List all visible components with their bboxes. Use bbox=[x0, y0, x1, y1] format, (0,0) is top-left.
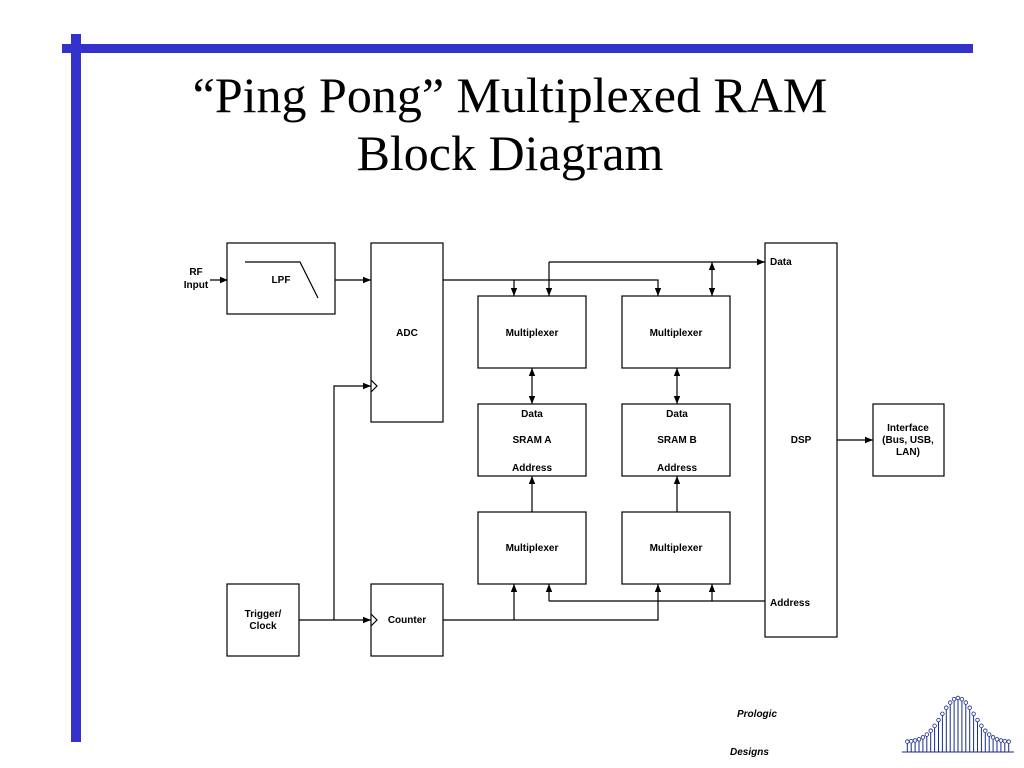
rf-input-label-line-2: Input bbox=[184, 280, 209, 291]
mux-bottom-a-block: Multiplexer bbox=[477, 511, 587, 585]
trigger-to-adc-clock bbox=[333, 382, 371, 620]
mux-top-b-block: Multiplexer bbox=[621, 295, 731, 369]
trigger-clock-block: Trigger/ Clock bbox=[226, 583, 300, 657]
mux-bottom-b-block: Multiplexer bbox=[621, 511, 731, 585]
interface-block: Interface (Bus, USB, LAN) bbox=[872, 403, 945, 477]
title-accent-bar bbox=[62, 44, 973, 53]
lpf-block: LPF bbox=[226, 242, 336, 315]
sram-a-block: Data SRAM A Address bbox=[477, 403, 587, 477]
trigger-label-line-1: Trigger/ bbox=[245, 609, 282, 620]
dsp-block: Data DSP Address bbox=[764, 242, 838, 638]
mux-bottom-b-label: Multiplexer bbox=[650, 543, 703, 554]
trigger-label-line-2: Clock bbox=[249, 621, 277, 632]
slide-title: “Ping Pong” Multiplexed RAM Block Diagra… bbox=[90, 66, 930, 182]
adc-data-bus bbox=[443, 279, 662, 296]
company-logo: Prologic Designs bbox=[730, 695, 1014, 758]
interface-label-line-3: LAN) bbox=[896, 447, 920, 458]
lpf-label: LPF bbox=[272, 275, 291, 286]
logo-line-2: Designs bbox=[730, 747, 769, 758]
sram-b-block: Data SRAM B Address bbox=[621, 403, 731, 477]
rf-input-label-line-1: RF bbox=[189, 267, 202, 278]
connection-lines bbox=[210, 258, 873, 624]
mux-top-a-block: Multiplexer bbox=[477, 295, 587, 369]
adc-block: ADC bbox=[370, 242, 444, 423]
mux-top-a-label: Multiplexer bbox=[506, 328, 559, 339]
adc-clock-input-icon bbox=[370, 379, 378, 393]
counter-address-bus bbox=[443, 584, 662, 621]
side-accent-bar bbox=[71, 34, 81, 742]
sram-a-data-label: Data bbox=[521, 409, 543, 420]
counter-block: Counter bbox=[370, 583, 444, 657]
sram-a-label: SRAM A bbox=[512, 435, 551, 446]
sram-b-address-label: Address bbox=[657, 463, 697, 474]
mux-bottom-a-label: Multiplexer bbox=[506, 543, 559, 554]
adc-label: ADC bbox=[396, 328, 418, 339]
sram-b-data-label: Data bbox=[666, 409, 688, 420]
interface-label-line-1: Interface bbox=[887, 423, 929, 434]
lpf-rolloff-icon bbox=[245, 261, 319, 299]
slide-title-line-2: Block Diagram bbox=[356, 125, 664, 181]
dsp-data-label: Data bbox=[770, 257, 792, 268]
sram-a-address-label: Address bbox=[512, 463, 552, 474]
dsp-address-label: Address bbox=[770, 598, 810, 609]
interface-label-line-2: (Bus, USB, bbox=[882, 435, 934, 446]
counter-label: Counter bbox=[388, 615, 426, 626]
dsp-label: DSP bbox=[791, 435, 812, 446]
mux-top-b-label: Multiplexer bbox=[650, 328, 703, 339]
slide-title-line-1: “Ping Pong” Multiplexed RAM bbox=[192, 67, 828, 123]
sram-b-label: SRAM B bbox=[657, 435, 696, 446]
signal-burst-icon bbox=[902, 695, 1014, 753]
counter-clock-input-icon bbox=[370, 613, 378, 627]
logo-line-1: Prologic bbox=[737, 709, 777, 720]
